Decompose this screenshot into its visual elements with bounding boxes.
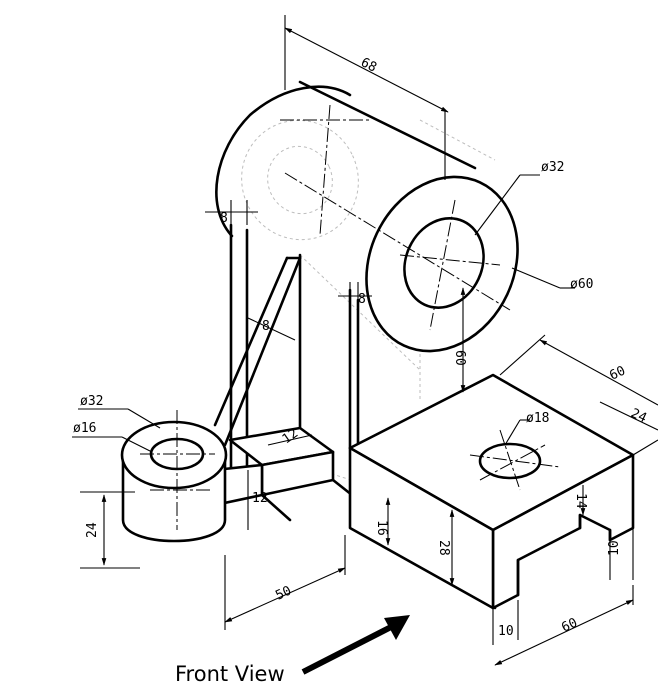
dim-base-length: 60 [559,615,580,635]
dim-web-right: 8 [358,292,366,307]
dim-web-left: 8 [220,211,228,226]
dim-arm-side: 12 [252,491,268,506]
dim-foot-width: 10 [498,624,514,639]
dim-arm-height: 16 [374,520,389,536]
dim-center-height: 60 [452,350,467,366]
boss-top-face [120,420,228,490]
rib [213,256,302,447]
dim-rib: 8 [262,319,270,334]
arm [213,426,497,610]
dim-base-hole: ø18 [526,411,549,426]
dim-base-height: 28 [436,540,451,556]
dim-slot-height: 14 [573,493,588,509]
dim-base-width: 60 [607,363,628,383]
cylinder-bore [403,217,485,309]
dim-boss-hole: ø16 [73,421,96,436]
base [348,373,635,610]
cylinder-front-face [365,175,519,353]
dim-boss-height: 24 [85,522,100,538]
dimensions: 68 ø32 ø60 8 8 8 60 60 24 [72,15,658,666]
dim-arm-top: 12 [280,426,301,447]
front-view-arrow [301,615,410,675]
dim-bore-dia: ø32 [541,160,564,175]
dim-cyl-dia: ø60 [570,277,593,292]
dim-arm-length: 50 [273,583,294,603]
boss [120,410,228,543]
front-view-label: Front View [175,662,285,686]
dim-boss-dia: ø32 [80,394,103,409]
base-hole [478,442,542,480]
dim-base-depth: 24 [628,406,649,426]
dim-foot-height: 10 [607,540,622,556]
dim-68: 68 [358,55,379,75]
